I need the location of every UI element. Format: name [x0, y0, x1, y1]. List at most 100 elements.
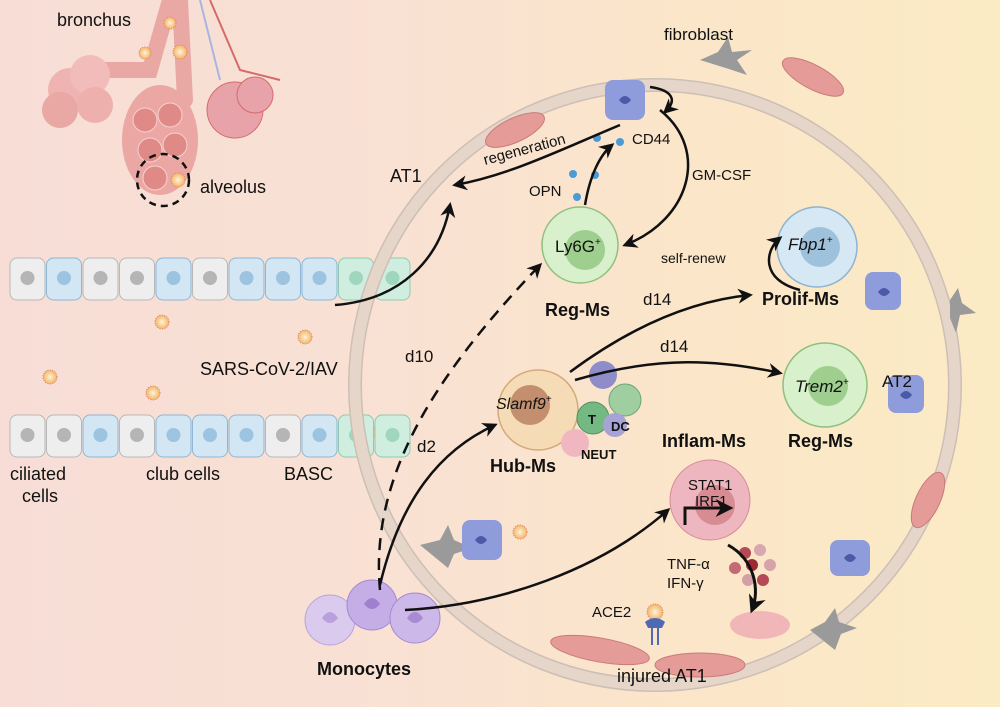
- opn-arrow: [583, 143, 615, 206]
- at2-label: AT2: [882, 372, 912, 391]
- at1-cells-pink: [485, 57, 946, 678]
- at1-label: AT1: [390, 166, 422, 186]
- alveolus-highlight-circle: [135, 152, 191, 208]
- fibroblast-label: fibroblast: [664, 25, 733, 44]
- monocytes: [304, 579, 441, 646]
- trem2-reg-ms-cell: [782, 342, 868, 428]
- cell-nucleus: [312, 428, 327, 442]
- alveolar-wall-inner: [349, 79, 961, 691]
- slamf9-hub-ms-cell: [497, 369, 579, 451]
- opn-molecules: [569, 134, 624, 201]
- ace2-receptor: [645, 618, 665, 645]
- cell-nucleus: [276, 271, 290, 285]
- cell-nucleus: [166, 271, 181, 285]
- d10-label: d10: [405, 347, 433, 366]
- cd44-label: CD44: [632, 131, 670, 148]
- fbp1-marker-label: Fbp1+: [788, 235, 833, 254]
- club-cells-label: club cells: [146, 464, 220, 484]
- arrows: [334, 85, 801, 614]
- gmcsf-label: GM-CSF: [692, 167, 751, 184]
- d2-label: d2: [417, 437, 436, 456]
- trem2-marker-label: Trem2+: [795, 377, 849, 396]
- d2-arrow: [378, 423, 498, 586]
- t-cell-label: T: [588, 412, 596, 427]
- cell-nucleus: [203, 428, 217, 442]
- transcription-arrow-icon: [683, 499, 734, 525]
- prolif-ms-label: Prolif-Ms: [762, 289, 839, 309]
- tnf-label: TNF-α: [667, 556, 710, 573]
- inflam-ms-label: Inflam-Ms: [662, 431, 746, 451]
- virus-icon: [154, 314, 170, 330]
- d14-reg-arrow: [574, 361, 783, 382]
- cell-nucleus: [276, 428, 290, 442]
- ciliated-cells-label: ciliated: [10, 464, 66, 484]
- d14-reg-label: d14: [660, 337, 688, 356]
- cell-nucleus: [349, 271, 363, 285]
- virus-icon: [42, 369, 58, 385]
- slamf9-marker-label: Slamf9+: [496, 394, 552, 413]
- virus-icon: [297, 329, 313, 345]
- alveoli-cluster-center: [122, 85, 198, 195]
- cell-nucleus: [239, 271, 254, 285]
- stat1-label: STAT1: [688, 477, 732, 494]
- virus-icon: [170, 172, 186, 188]
- ly6g-marker-label: Ly6G+: [555, 237, 601, 256]
- cell-nucleus: [20, 428, 35, 442]
- fibroblasts: [420, 37, 976, 650]
- cell-nucleus: [20, 271, 35, 285]
- self-renew-label: self-renew: [661, 250, 726, 266]
- lung-illustration: [42, 0, 281, 208]
- virus-icon: [138, 46, 152, 60]
- inflammatory-cluster: [561, 361, 642, 457]
- d14-prolif-label: d14: [643, 290, 671, 309]
- virus-icon: [646, 603, 664, 621]
- basc-label: BASC: [284, 464, 333, 484]
- at2-cells: [462, 80, 924, 576]
- cell-nucleus: [385, 271, 400, 285]
- cell-nucleus: [166, 428, 181, 442]
- self-loop-arrow: [649, 85, 679, 115]
- monocyte-to-inflam-arrow: [404, 508, 671, 612]
- cell-nucleus: [57, 428, 71, 442]
- cytokine-arrow: [727, 543, 766, 614]
- opn-label: OPN: [529, 183, 562, 200]
- airway-epithelium-lower: [9, 414, 411, 458]
- injured-cell-debris: [730, 611, 790, 639]
- ifn-label: IFN-γ: [667, 575, 704, 592]
- regeneration-arrow: [452, 123, 621, 191]
- cell-nucleus: [130, 271, 144, 285]
- cell-nucleus: [239, 428, 254, 442]
- alveoli-cluster-left: [42, 55, 113, 128]
- cell-nucleus: [385, 428, 400, 442]
- basc-to-at1-arrow: [334, 202, 456, 307]
- fbp1-prolif-ms-cell: [776, 206, 858, 288]
- airway-epithelium-upper: [9, 257, 411, 301]
- cell-nucleus: [93, 428, 108, 442]
- neut-label: NEUT: [581, 447, 616, 462]
- ly6g-reg-ms-cell: [541, 206, 619, 284]
- cell-nucleus: [93, 271, 108, 285]
- alveoli-cluster-vascular: [206, 76, 274, 139]
- d14-prolif-arrow: [569, 288, 753, 374]
- injured-at1-label: injured AT1: [617, 666, 707, 686]
- reg-ms-label-top: Reg-Ms: [545, 300, 610, 320]
- virus-icon: [512, 524, 528, 540]
- alveolus-label: alveolus: [200, 177, 266, 197]
- virus-icon: [163, 16, 177, 30]
- ace2-label: ACE2: [592, 604, 631, 621]
- d10-arrow: [377, 262, 543, 591]
- gmcsf-arrow: [622, 109, 690, 248]
- reg-ms-label-right: Reg-Ms: [788, 431, 853, 451]
- virus-label: SARS-CoV-2/IAV: [200, 359, 338, 379]
- hub-ms-label: Hub-Ms: [490, 456, 556, 476]
- cell-nucleus: [203, 271, 217, 285]
- stat1-inflam-cell: [669, 459, 751, 541]
- virus-icon: [172, 44, 188, 60]
- cell-nucleus: [130, 428, 144, 442]
- ciliated-cells-label-line2: cells: [22, 486, 58, 506]
- cell-nucleus: [312, 271, 327, 285]
- self-renew-arrow: [765, 236, 801, 292]
- bronchus-label: bronchus: [57, 10, 131, 30]
